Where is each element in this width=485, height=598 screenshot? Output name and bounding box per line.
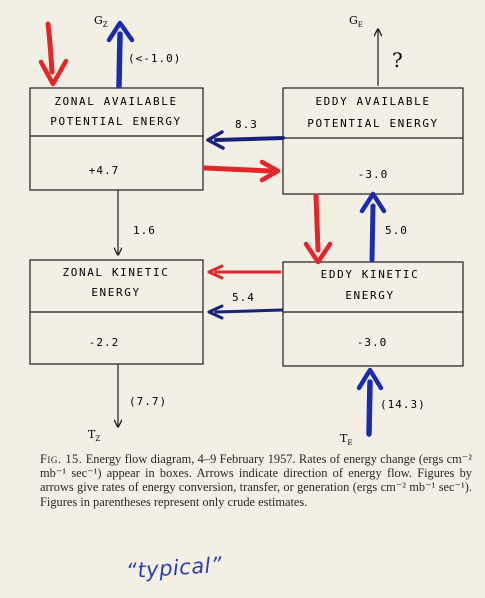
zonal-kinetic-label-2: ENERGY [91,286,140,299]
zonal-kinetic-label-1: ZONAL KINETIC [63,266,170,279]
te-estimate-label: (14.3) [380,398,426,411]
tz-symbol: TZ [88,428,100,443]
red-ke-to-kz-arrow [207,264,282,280]
ge-symbol: GE [349,14,363,29]
zonal-available-pe-label-2: POTENTIAL ENERGY [50,115,182,128]
red-pe-to-ke-arrow [303,193,333,265]
figure-caption-text: Energy flow diagram, 4–9 February 1957. … [40,452,472,509]
ke-to-kz-rate: 5.4 [232,291,255,304]
zonal-available-pe-label-1: ZONAL AVAILABLE [54,95,177,108]
gz-symbol: GZ [94,14,108,29]
blue-gz-up-arrow [106,20,135,89]
eddy-kinetic-box: EDDY KINETIC ENERGY -3.0 [282,261,464,367]
figure-caption: Fig. 15. Energy flow diagram, 4–9 Februa… [40,452,472,509]
gz-estimate-label: (<-1.0) [128,52,181,65]
ke-to-pe-rate: 5.0 [385,224,408,237]
pz-to-kz-rate: 1.6 [133,224,156,237]
blue-te-to-ke-arrow [356,367,384,437]
pz-to-pe-rate: 8.3 [235,118,258,131]
eddy-kinetic-label-1: EDDY KINETIC [321,268,420,281]
eddy-available-pe-label-1: EDDY AVAILABLE [315,95,430,108]
zonal-kinetic-value: -2.2 [89,336,120,349]
red-pz-to-pe-arrow [202,159,281,183]
zonal-available-pe-box: ZONAL AVAILABLE POTENTIAL ENERGY +4.7 [29,87,204,191]
eddy-available-pe-box: EDDY AVAILABLE POTENTIAL ENERGY -3.0 [282,87,464,195]
navy-ke-to-kz-arrow [207,304,284,320]
eddy-available-pe-value: -3.0 [358,168,389,181]
navy-pe-to-pz-arrow [206,130,285,150]
blue-ke-to-pe-arrow [359,191,387,263]
zonal-available-pe-value: +4.7 [89,164,120,177]
red-input-arrow-zonal [38,21,69,87]
eddy-kinetic-label-2: ENERGY [345,289,394,302]
figure-label: Fig. 15. [40,452,83,466]
eddy-kinetic-value: -3.0 [357,336,388,349]
tz-estimate-label: (7.7) [129,395,167,408]
eddy-available-pe-label-2: POTENTIAL ENERGY [307,117,439,130]
zonal-kinetic-box: ZONAL KINETIC ENERGY -2.2 [29,259,204,365]
te-symbol: TE [340,432,352,447]
ge-unknown-mark: ? [392,48,403,72]
